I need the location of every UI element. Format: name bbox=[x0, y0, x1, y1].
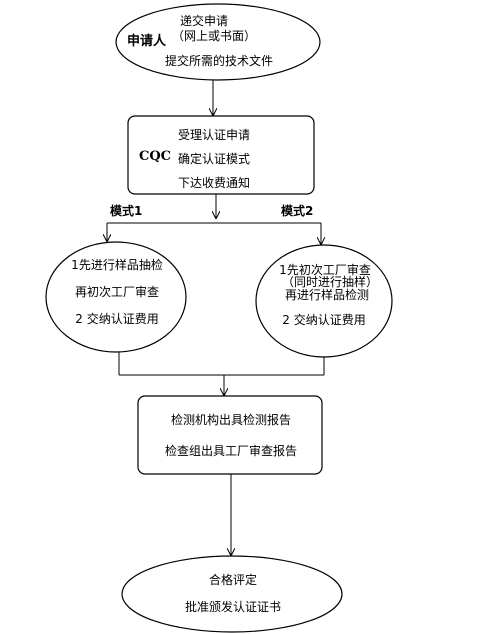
cqc-node bbox=[127, 115, 315, 195]
cqc-label: CQC bbox=[139, 149, 172, 164]
final-node bbox=[121, 555, 343, 633]
applicant-node bbox=[115, 3, 321, 81]
mode1-label: 模式1 bbox=[110, 204, 143, 218]
mode1-line2: 再初次工厂审查 bbox=[74, 285, 160, 299]
mode1-line3: 2 交纳认证费用 bbox=[75, 312, 159, 326]
applicant-role-label: 申请人 bbox=[127, 34, 167, 49]
mode1-line1: 1先进行样品抽检 bbox=[71, 258, 163, 272]
mode2-label: 模式2 bbox=[281, 204, 314, 218]
cqc-line2: 确定认证模式 bbox=[178, 152, 251, 166]
cqc-line1: 受理认证申请 bbox=[178, 128, 251, 142]
mode2-line2: （同时进行抽样） bbox=[281, 275, 379, 289]
applicant-line3: 提交所需的技术文件 bbox=[165, 54, 274, 68]
reports-node bbox=[137, 395, 323, 475]
final-line1: 合格评定 bbox=[208, 573, 258, 587]
applicant-line2: （网上或书面） bbox=[172, 29, 257, 43]
reports-line1: 检测机构出具检测报告 bbox=[170, 413, 292, 427]
mode2-line1: 1先初次工厂审查 bbox=[279, 263, 371, 277]
cqc-line3: 下达收费通知 bbox=[178, 176, 251, 190]
final-line2: 批准颁发认证证书 bbox=[184, 600, 282, 614]
mode2-line3: 再进行样品检测 bbox=[284, 288, 370, 302]
reports-line2: 检查组出具工厂审查报告 bbox=[164, 444, 298, 458]
mode2-line4: 2 交纳认证费用 bbox=[282, 313, 366, 327]
applicant-line1: 递交申请 bbox=[180, 14, 229, 28]
mode1-node bbox=[45, 241, 187, 353]
